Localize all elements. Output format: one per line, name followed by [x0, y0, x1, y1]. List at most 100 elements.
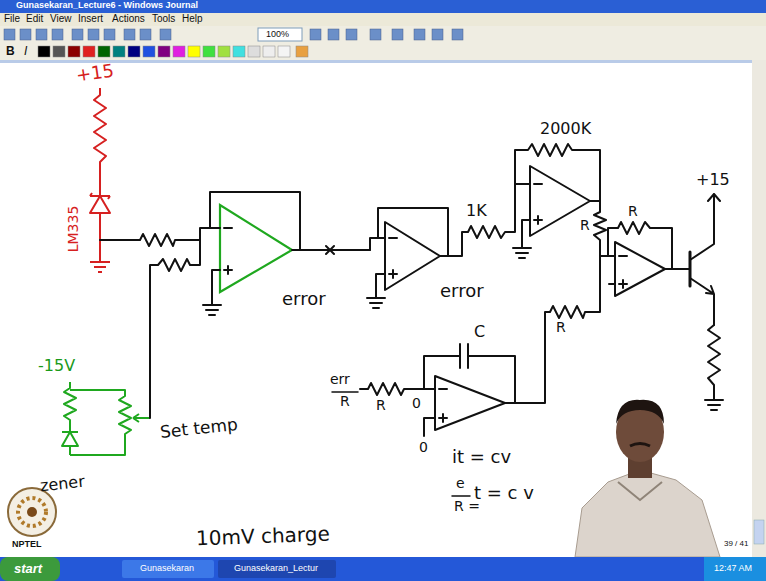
ground-symbol	[513, 220, 531, 258]
signal-name: error	[440, 282, 484, 300]
circuit-wiring	[100, 144, 723, 496]
logo-text: NPTEL	[12, 540, 42, 549]
tool-icon	[104, 29, 115, 40]
node-voltage: 0	[419, 440, 428, 454]
menu-item: Actions	[112, 14, 145, 24]
equation: R =	[454, 499, 480, 513]
color-swatch	[278, 46, 290, 57]
start-button	[0, 557, 60, 581]
lm335-sensor	[90, 88, 110, 272]
tool-icon	[452, 29, 463, 40]
opamp-pins	[224, 228, 232, 274]
ground-symbol	[367, 274, 385, 308]
fraction-bar	[332, 391, 358, 393]
fraction-bar	[452, 495, 470, 497]
clock: 12:47 AM	[714, 564, 752, 573]
window-title: Gunasekaran_Lecture6 - Windows Journal	[16, 1, 198, 10]
color-swatch	[296, 46, 308, 57]
equation: e	[456, 476, 465, 490]
resistor-1k	[440, 184, 530, 256]
logo-ring	[8, 488, 56, 536]
tool-icon	[346, 29, 357, 40]
color-swatch	[68, 46, 80, 57]
resistor-value: R	[376, 398, 386, 412]
zener-reference	[62, 382, 150, 455]
color-swatch	[203, 46, 215, 57]
tool-icon	[124, 29, 135, 40]
task-button	[218, 560, 336, 578]
settemp-resistor	[150, 240, 200, 418]
opamp-pins	[534, 184, 542, 224]
signal-name: error	[282, 290, 326, 308]
tool-icon	[160, 29, 171, 40]
color-swatch	[218, 46, 230, 57]
supply-voltage: -15V	[38, 358, 75, 374]
opamp-symbol	[530, 166, 590, 236]
nptel-logo	[8, 488, 56, 536]
color-swatch	[143, 46, 155, 57]
input-resistor	[100, 228, 220, 246]
color-swatch	[158, 46, 170, 57]
note: 10mV charge	[196, 524, 330, 549]
tool-icon	[4, 29, 15, 40]
task-label: Gunasekaran	[140, 564, 194, 573]
feedback-wire	[210, 192, 370, 254]
color-swatch	[113, 46, 125, 57]
toolbar	[0, 26, 766, 43]
tool-icon	[432, 29, 443, 40]
scroll-thumb	[754, 520, 764, 544]
opamp-pins	[609, 256, 627, 288]
page-number: 39 / 41	[724, 540, 748, 548]
zoom-level: 100%	[266, 30, 289, 39]
opamp-symbol	[435, 376, 505, 430]
tool-icon	[370, 29, 381, 40]
transistor-symbol	[690, 194, 720, 325]
menu-item: Help	[182, 14, 203, 24]
title-bar	[0, 0, 766, 13]
lecturer-figure	[575, 400, 720, 557]
resistor-value: 2000K	[540, 121, 591, 137]
sum-resistor	[505, 256, 600, 403]
color-swatch	[38, 46, 50, 57]
sensor-name: LM335	[66, 206, 80, 253]
color-palette	[38, 46, 308, 57]
capacitor-symbol	[424, 344, 515, 403]
menu-item: Tools	[152, 14, 175, 24]
color-swatch	[128, 46, 140, 57]
resistor-value: 1K	[466, 203, 487, 219]
scrollbar	[752, 60, 766, 557]
resistor-value: R	[580, 218, 590, 232]
color-swatch	[98, 46, 110, 57]
color-swatch	[263, 46, 275, 57]
color-swatch	[188, 46, 200, 57]
opamp-symbol	[220, 205, 292, 292]
resistor-value: R	[556, 320, 566, 334]
capacitor-label: C	[474, 324, 485, 340]
buffer-feedback	[370, 208, 448, 256]
shirt-collar	[618, 482, 662, 500]
bold-button: B	[6, 45, 15, 57]
equation: t = c v	[474, 484, 534, 502]
tool-icon	[88, 29, 99, 40]
tool-icon	[328, 29, 339, 40]
tool-icon	[72, 29, 83, 40]
resistor-2000k	[515, 144, 600, 201]
tool-icon	[52, 29, 63, 40]
task-label: Gunasekaran_Lectur	[234, 564, 318, 573]
ground-wire	[424, 418, 435, 436]
logo-wheel	[18, 498, 46, 526]
emitter-resistor	[705, 325, 723, 410]
opamp-symbol	[385, 222, 440, 290]
ground-symbol	[203, 270, 221, 315]
color-swatch	[233, 46, 245, 57]
control-label: Set temp	[159, 416, 238, 441]
tool-icon	[140, 29, 151, 40]
start-label: start	[14, 562, 42, 575]
opamp-pins	[439, 389, 447, 422]
resistor-value: R	[628, 204, 638, 218]
lecturer-moustache	[630, 444, 650, 447]
feedback-resistor	[608, 222, 672, 269]
menu-item: Insert	[78, 14, 103, 24]
color-swatch	[248, 46, 260, 57]
